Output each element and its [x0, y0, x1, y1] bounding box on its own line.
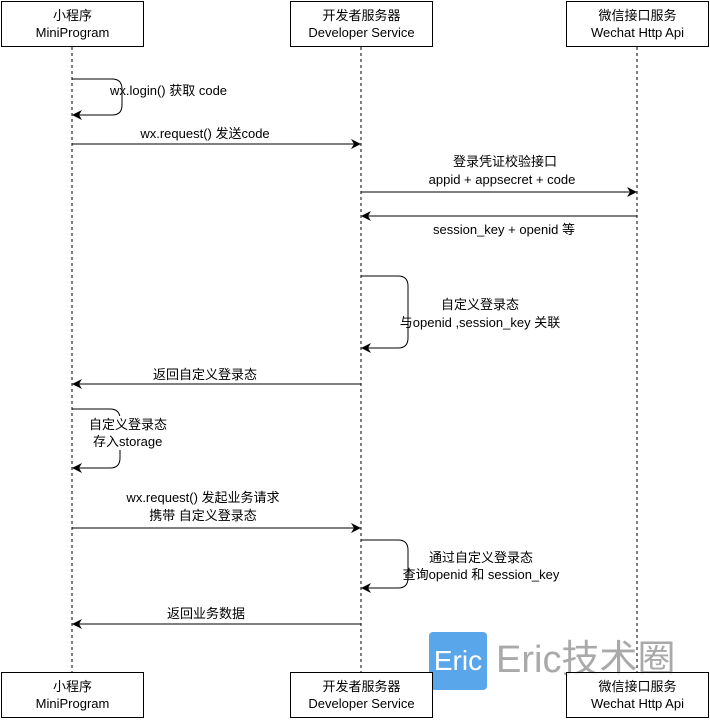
participant-name-en: Developer Service [308, 696, 415, 711]
participant-name-cn: 微信接口服务 [598, 8, 677, 23]
participant-name-cn: 小程序 [52, 8, 92, 23]
participant-name-en: MiniProgram [35, 696, 110, 711]
arrow-custom-state [361, 275, 409, 353]
label-query-session-line2: 查询openid 和 session_key [402, 567, 560, 582]
participant-name-cn: 开发者服务器 [322, 679, 401, 694]
participant-box-wechat-top: 微信接口服务 Wechat Http Api [566, 1, 709, 47]
label-wx-login: wx.login() 获取 code [110, 83, 228, 98]
label-store-state-line2: 存入storage [93, 433, 163, 450]
label-verify-login-line2: appid + appsecret + code [428, 172, 576, 187]
label-send-code: wx.request() 发送code [140, 126, 270, 141]
participant-name-cn: 小程序 [52, 679, 92, 694]
label-business-request-line1: wx.request() 发起业务请求 [126, 490, 280, 505]
participant-box-wechat-bottom: 微信接口服务 Wechat Http Api [566, 672, 709, 718]
label-query-session-line1: 通过自定义登录态 [428, 550, 534, 565]
participant-box-miniprogram-bottom: 小程序 MiniProgram [1, 672, 144, 718]
watermark-logo: Eric [429, 632, 487, 690]
label-custom-state-line1: 自定义登录态 [440, 297, 520, 312]
arrow-query-session [361, 539, 409, 593]
participant-name-en: Wechat Http Api [591, 25, 684, 40]
arrow-wx-login [72, 78, 123, 120]
label-store-state-line1: 自定义登录态 [89, 416, 168, 433]
label-custom-state-line2: 与openid ,session_key 关联 [399, 315, 561, 330]
label-verify-login-line1: 登录凭证校验接口 [452, 154, 558, 169]
participant-name-cn: 微信接口服务 [598, 679, 677, 694]
participant-name-en: Developer Service [308, 25, 415, 40]
participant-name-cn: 开发者服务器 [322, 8, 401, 23]
participant-box-developer-bottom: 开发者服务器 Developer Service [290, 672, 433, 718]
label-return-session: session_key + openid 等 [432, 222, 576, 237]
participant-box-miniprogram-top: 小程序 MiniProgram [1, 1, 144, 47]
participant-name-en: Wechat Http Api [591, 696, 684, 711]
participant-name-en: MiniProgram [35, 25, 110, 40]
label-return-state: 返回自定义登录态 [152, 367, 258, 382]
participant-box-developer-top: 开发者服务器 Developer Service [290, 1, 433, 47]
label-return-data: 返回业务数据 [166, 606, 246, 621]
label-business-request-line2: 携带 自定义登录态 [149, 508, 257, 523]
